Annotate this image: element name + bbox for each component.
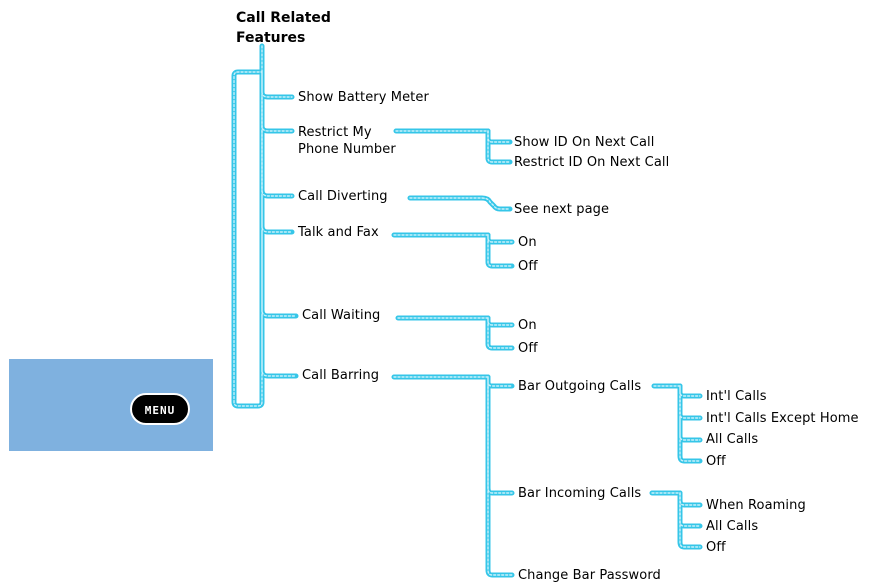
connector-line xyxy=(397,317,513,349)
connector-line xyxy=(651,492,701,548)
connector-line xyxy=(677,415,703,443)
node-call-waiting: Call Waiting xyxy=(302,308,381,323)
node-call-diverting: Call Diverting xyxy=(298,189,388,204)
connector-line xyxy=(677,502,703,529)
connector-line xyxy=(231,43,265,409)
connector-line xyxy=(393,128,513,165)
connector-line xyxy=(677,383,703,399)
node-outgoing-intl-calls: Int'l Calls xyxy=(706,389,767,404)
connector-line xyxy=(261,96,293,132)
connector-line xyxy=(487,376,513,387)
connector-line xyxy=(487,130,511,143)
node-outgoing-off: Off xyxy=(706,454,726,469)
connector-line xyxy=(395,130,511,163)
connector-line xyxy=(259,313,299,379)
connector-line xyxy=(485,315,515,328)
node-see-next-page: See next page xyxy=(514,202,610,217)
connector-line xyxy=(485,383,515,496)
connector-line xyxy=(393,376,513,576)
node-change-bar-password: Change Bar Password xyxy=(518,568,661,583)
node-outgoing-intl-except-home: Int'l Calls Except Home xyxy=(706,411,859,426)
connector-line xyxy=(653,385,701,462)
connector-line xyxy=(487,234,513,243)
connector-line xyxy=(409,197,511,210)
node-talk-fax-on: On xyxy=(518,235,537,250)
connector-line xyxy=(261,130,293,197)
connector-line xyxy=(679,417,701,441)
menu-panel: MENU xyxy=(9,359,213,451)
node-incoming-all-calls: All Calls xyxy=(706,519,759,534)
connector-line xyxy=(259,94,295,134)
connector-line xyxy=(679,395,701,419)
connector-line xyxy=(391,374,515,578)
node-talk-and-fax: Talk and Fax xyxy=(298,225,379,240)
menu-button[interactable]: MENU xyxy=(130,393,190,425)
connector-line xyxy=(261,315,297,377)
connector-line xyxy=(679,504,701,527)
diagram-title: Call Related Features xyxy=(236,10,331,46)
node-bar-outgoing-calls: Bar Outgoing Calls xyxy=(518,379,642,394)
node-talk-fax-off: Off xyxy=(518,259,538,274)
node-call-barring: Call Barring xyxy=(302,368,380,383)
connector-line xyxy=(261,71,293,98)
connector-line xyxy=(677,490,703,508)
connector-line xyxy=(259,128,295,199)
connector-line xyxy=(487,317,513,326)
node-show-id-next-call: Show ID On Next Call xyxy=(514,135,655,150)
connector-line xyxy=(679,492,701,506)
node-incoming-off: Off xyxy=(706,540,726,555)
node-restrict-my-phone-number: Restrict My Phone Number xyxy=(298,125,396,157)
connector-line xyxy=(233,45,263,407)
connector-line xyxy=(259,69,295,100)
node-bar-incoming-calls: Bar Incoming Calls xyxy=(518,486,642,501)
connector-line xyxy=(261,195,293,233)
connector-line xyxy=(677,393,703,421)
node-incoming-when-roaming: When Roaming xyxy=(706,498,806,513)
connector-line xyxy=(487,385,513,494)
connector-line xyxy=(649,490,703,550)
connector-line xyxy=(485,374,515,389)
node-call-waiting-on: On xyxy=(518,318,537,333)
node-restrict-id-next-call: Restrict ID On Next Call xyxy=(514,155,670,170)
node-call-waiting-off: Off xyxy=(518,341,538,356)
connector-line xyxy=(485,128,513,145)
connector-line xyxy=(261,231,297,317)
connector-line xyxy=(679,385,701,397)
connector-line xyxy=(393,234,513,267)
connector-line xyxy=(485,232,515,245)
node-outgoing-all-calls: All Calls xyxy=(706,432,759,447)
connector-line xyxy=(259,193,295,235)
node-show-battery-meter: Show Battery Meter xyxy=(298,90,429,105)
connector-line xyxy=(259,229,299,319)
